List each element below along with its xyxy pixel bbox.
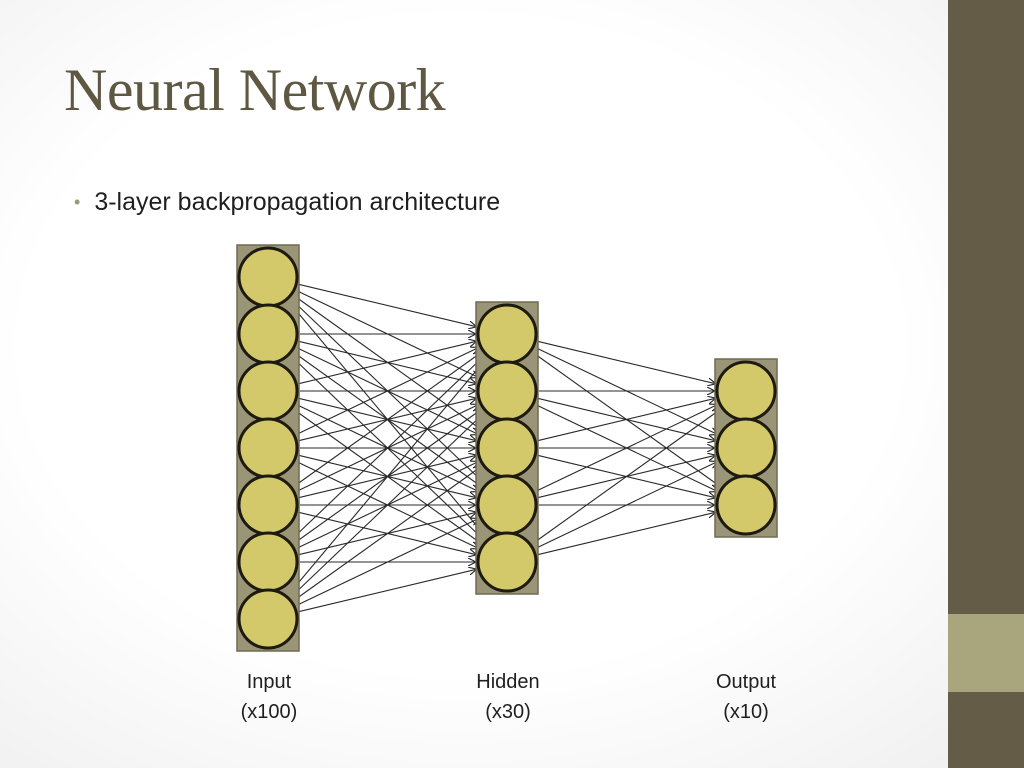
layer-name: Hidden	[476, 671, 540, 693]
bullet-dot-icon: •	[74, 192, 81, 212]
output-node	[715, 417, 777, 479]
hidden-node	[476, 474, 538, 536]
connection-arrow	[293, 353, 481, 487]
layer-size: (x10)	[723, 701, 769, 723]
layer-size: (x30)	[485, 701, 531, 723]
input-node	[237, 588, 299, 650]
connection-arrow	[298, 569, 476, 613]
connection-arrow	[298, 283, 476, 326]
slide-title: Neural Network	[64, 57, 446, 123]
layer-label-input: Input (x100)	[199, 667, 339, 727]
connection-arrow	[537, 512, 715, 556]
connection-arrow	[296, 519, 478, 606]
input-node	[237, 360, 299, 422]
connection-arrow	[298, 341, 476, 385]
layer-label-output: Output (x10)	[676, 667, 816, 727]
output-node	[715, 474, 777, 536]
input-node	[237, 474, 299, 536]
connection-arrow	[537, 340, 715, 383]
bullet-text: 3-layer backpropagation architecture	[94, 188, 501, 216]
output-node	[715, 360, 777, 422]
layers	[236, 244, 778, 652]
layer-name: Output	[715, 671, 777, 693]
connection-arrow	[535, 462, 717, 549]
connection-arrow	[293, 467, 481, 601]
input-node	[237, 417, 299, 479]
hidden-node	[476, 360, 538, 422]
hidden-node	[476, 303, 538, 365]
hidden-node	[476, 531, 538, 593]
connection-arrow	[537, 398, 715, 442]
connections	[288, 283, 720, 613]
connection-arrow	[288, 359, 487, 595]
input-node	[237, 246, 299, 308]
connection-arrow	[290, 356, 484, 541]
bullet-item: • 3-layer backpropagation architecture	[74, 188, 500, 217]
input-node	[237, 303, 299, 365]
layer-size: (x100)	[240, 701, 298, 723]
layer-name: Input	[246, 671, 292, 693]
connection-arrow	[296, 348, 478, 435]
layer-label-hidden: Hidden (x30)	[438, 667, 578, 727]
hidden-node	[476, 417, 538, 479]
input-node	[237, 531, 299, 593]
connection-arrow	[532, 410, 720, 544]
connection-arrow	[290, 413, 484, 598]
connection-arrow	[535, 405, 717, 492]
side-strip-accent	[948, 614, 1024, 692]
